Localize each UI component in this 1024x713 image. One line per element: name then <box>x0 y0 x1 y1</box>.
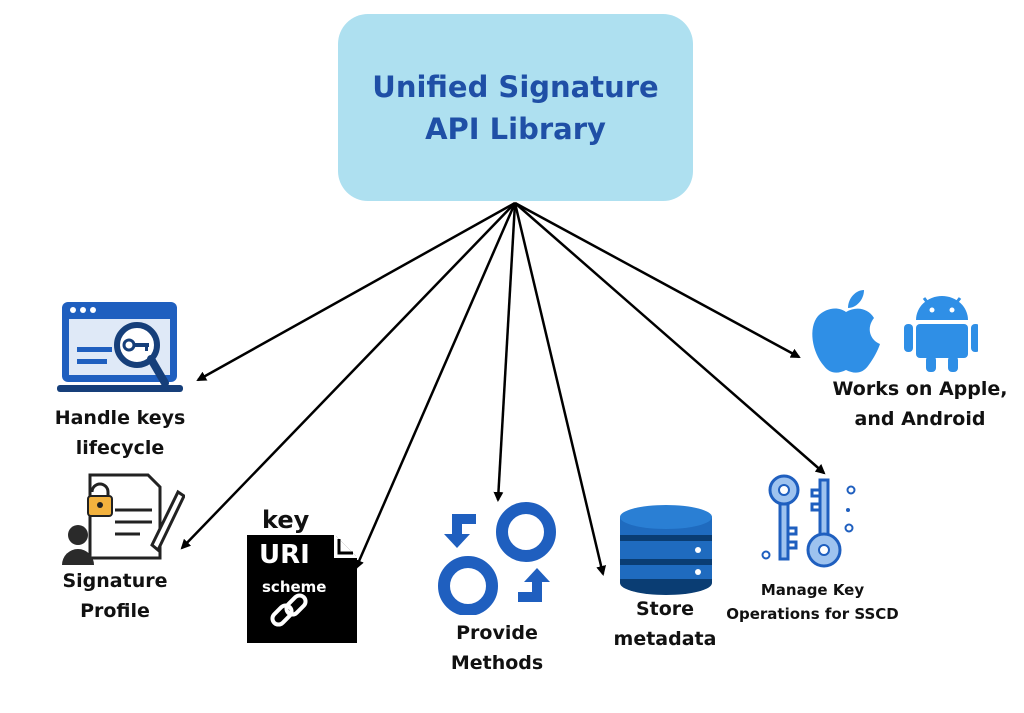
node-profile-label: Signature Profile <box>45 566 185 626</box>
hub-title-line1: Unified Signature <box>372 69 659 104</box>
apple-android-icons <box>812 290 978 373</box>
node-metadata-line1: Store <box>635 598 695 620</box>
hub-title-line2: API Library <box>425 111 606 146</box>
android-icon <box>904 296 978 372</box>
arrow-to-platforms <box>514 201 801 359</box>
node-platforms-line2: and Android <box>854 408 986 430</box>
uri-key-word: key <box>262 506 310 534</box>
link-icon <box>270 593 308 627</box>
keys-icon <box>761 474 856 568</box>
cycle-arrows-icon <box>438 502 556 615</box>
locked-document-signing-icon <box>62 473 185 565</box>
node-keys-label: Handle keys lifecycle <box>40 403 200 463</box>
node-methods-line2: Methods <box>450 652 544 674</box>
uri-scheme-badge <box>247 535 357 643</box>
arrow-to-profile <box>180 202 516 550</box>
arrow-to-uri <box>354 202 517 570</box>
node-keys-line2: lifecycle <box>75 437 165 459</box>
node-profile-line2: Profile <box>80 600 150 622</box>
node-sscd-line2: Operations for SSCD <box>726 605 899 623</box>
arrow-to-metadata <box>513 202 607 576</box>
hub-box: Unified Signature API Library <box>338 14 693 201</box>
apple-icon <box>812 290 880 373</box>
browser-key-search-icon <box>57 302 183 392</box>
node-sscd-label: Manage Key Operations for SSCD <box>725 578 900 626</box>
node-keys-line1: Handle keys <box>54 407 186 429</box>
arrow-to-methods <box>493 202 517 502</box>
database-icon <box>620 505 712 595</box>
node-methods-line1: Provide <box>456 622 538 644</box>
node-metadata-line2: metadata <box>613 628 717 650</box>
uri-sub-text: scheme <box>262 578 327 596</box>
arrow-to-sscd <box>514 202 826 475</box>
node-platforms-line1: Works on Apple, <box>832 378 1008 400</box>
node-metadata-label: Store metadata <box>595 594 735 654</box>
arrow-to-keys <box>196 201 516 382</box>
node-platforms-label: Works on Apple, and Android <box>830 374 1010 434</box>
node-sscd-line1: Manage Key <box>760 581 865 599</box>
node-profile-line1: Signature <box>62 570 168 592</box>
node-methods-label: Provide Methods <box>432 618 562 678</box>
uri-main-text: URI <box>259 540 310 570</box>
